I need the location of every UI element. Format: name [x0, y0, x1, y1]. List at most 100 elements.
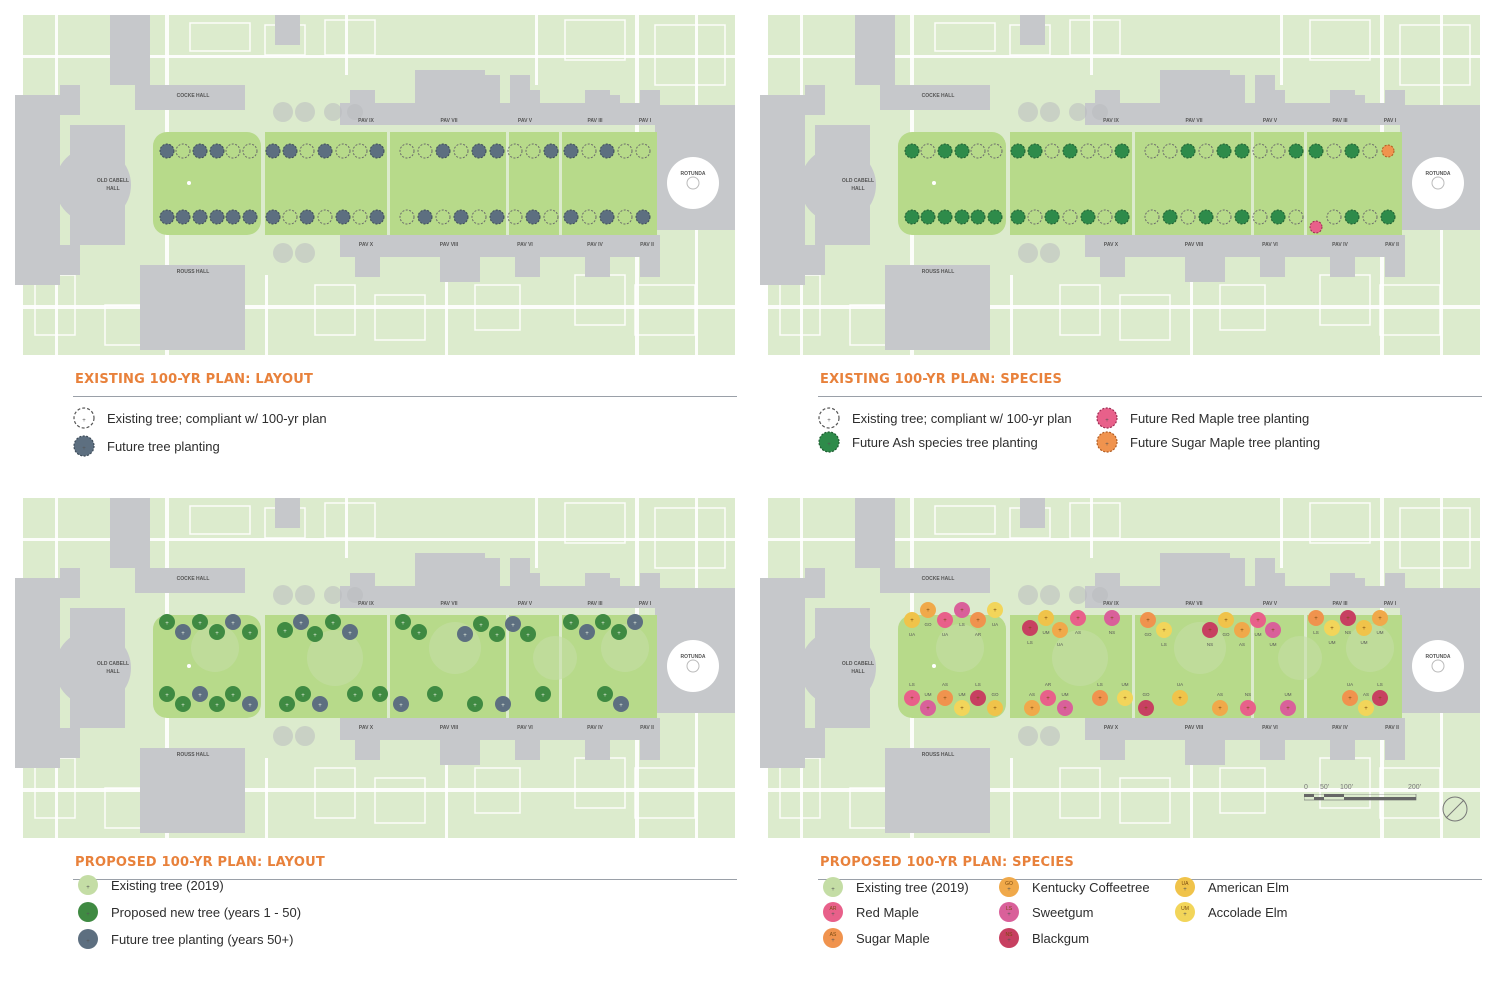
building: [140, 748, 245, 833]
symbol-circle: [823, 902, 843, 922]
rotunda-building: [667, 157, 719, 209]
old-cabell-hall-dome: [800, 147, 876, 223]
title-rule: [73, 879, 737, 880]
panel-title: EXISTING 100-YR PLAN: SPECIES: [820, 372, 1063, 387]
species-tree: +UM: [920, 692, 936, 716]
future-tree: [159, 143, 175, 159]
campus-block-outline: [374, 777, 426, 824]
map-label: PAV IX: [358, 118, 374, 124]
species-code-label: AR: [830, 906, 837, 912]
plus-mark: +: [181, 631, 185, 637]
map-label: PAV VI: [1262, 725, 1278, 731]
proposed-tree: [395, 614, 411, 630]
future-tree: [579, 624, 595, 640]
plus-mark: +: [526, 633, 530, 639]
plus-mark: +: [617, 631, 621, 637]
plus-mark: +: [283, 629, 287, 635]
species-tree-circle: [1040, 690, 1056, 706]
existing-tree: [1216, 209, 1232, 225]
building: [1330, 257, 1355, 277]
existing-tree: [1252, 143, 1268, 159]
red-maple-symbol: +: [1096, 407, 1118, 429]
species-tree: +UM: [1057, 692, 1073, 716]
building: [1185, 740, 1225, 765]
future-tree: [242, 209, 258, 225]
legend: + Existing tree; compliant w/ 100-yr pla…: [73, 407, 743, 487]
species-code-label: GO: [1144, 632, 1152, 637]
building: [435, 90, 475, 105]
species-tree: +UM: [1324, 620, 1340, 645]
plus-mark: +: [633, 621, 637, 627]
building: [140, 265, 245, 350]
building: [1085, 103, 1405, 125]
proposed-tree: [175, 696, 191, 712]
plus-mark: +: [399, 703, 403, 709]
symbol-circle: [1096, 407, 1118, 429]
species-code-label: UA: [1057, 642, 1063, 647]
building: [805, 245, 825, 275]
plus-mark: +: [318, 703, 322, 709]
future-tree: [192, 143, 208, 159]
legend-symbol-icon: +: [1096, 407, 1118, 429]
species-tree-circle: [937, 612, 953, 628]
existing-tree-2019: [191, 624, 239, 672]
proposed-tree-group: +: [242, 696, 258, 712]
species-tree-circle: [1140, 612, 1156, 628]
legend-symbol-icon: GO+: [999, 877, 1019, 897]
species-code-label: UM: [1285, 692, 1292, 697]
building: [1330, 573, 1355, 588]
species-tree-circle: [920, 602, 936, 618]
building: [760, 95, 805, 285]
map-label: PAV VI: [517, 725, 533, 731]
symbol-circle: [818, 407, 840, 429]
species-tree-circle: [1234, 622, 1250, 638]
plus-mark: +: [1330, 626, 1334, 632]
plus-mark: +: [1046, 696, 1050, 702]
campus-block-outline: [634, 284, 696, 336]
existing-2019-symbol: +: [822, 876, 844, 898]
plus-mark: +: [1076, 616, 1080, 622]
proposed-tree: [225, 686, 241, 702]
building: [1330, 90, 1355, 105]
map-label: PAV I: [1384, 118, 1397, 124]
plus-mark: +: [1362, 626, 1366, 632]
plus-mark: +: [1162, 628, 1166, 634]
map-label: PAV III: [1332, 118, 1348, 124]
legend-symbol-icon: UM+: [1175, 902, 1195, 922]
plus-mark: +: [1208, 628, 1212, 634]
ash-tree: [1308, 143, 1324, 159]
plus-mark: +: [248, 631, 252, 637]
species-tree-circle: [1212, 700, 1228, 716]
plus-mark: +: [1105, 442, 1109, 448]
future-tree: [242, 696, 258, 712]
proposed-tree: [242, 624, 258, 640]
species-tree-circle: [1038, 610, 1054, 626]
future-tree: [299, 209, 315, 225]
species-code-label: UM: [1255, 632, 1262, 637]
plus-mark: +: [1218, 706, 1222, 712]
proposed-tree-group: +: [473, 616, 489, 632]
building: [1085, 586, 1405, 608]
campus-block-outline: [314, 767, 356, 819]
species-tree: +NS: [1240, 692, 1256, 716]
proposed-tree: [520, 626, 536, 642]
plus-mark: +: [831, 912, 835, 918]
footpath: [535, 498, 538, 568]
species-code-label: LS: [959, 622, 965, 627]
legend: + Existing tree (2019) + Proposed new tr…: [73, 875, 743, 970]
campus-block-outline: [189, 22, 251, 52]
map-label: PAV VII: [440, 601, 458, 607]
species-tree: +UM: [954, 692, 970, 716]
map-label: ROUSS HALL: [922, 752, 955, 758]
red-maple-tree: [1309, 220, 1323, 234]
map-label: PAV I: [639, 118, 652, 124]
ash-tree: [1216, 143, 1232, 159]
species-tree-circle: [1202, 622, 1218, 638]
species-code-label: UA: [1177, 682, 1183, 687]
plus-mark: +: [926, 706, 930, 712]
plus-mark: +: [960, 706, 964, 712]
building: [1180, 573, 1220, 588]
building: [640, 257, 660, 277]
scale-label: 50': [1320, 784, 1330, 791]
